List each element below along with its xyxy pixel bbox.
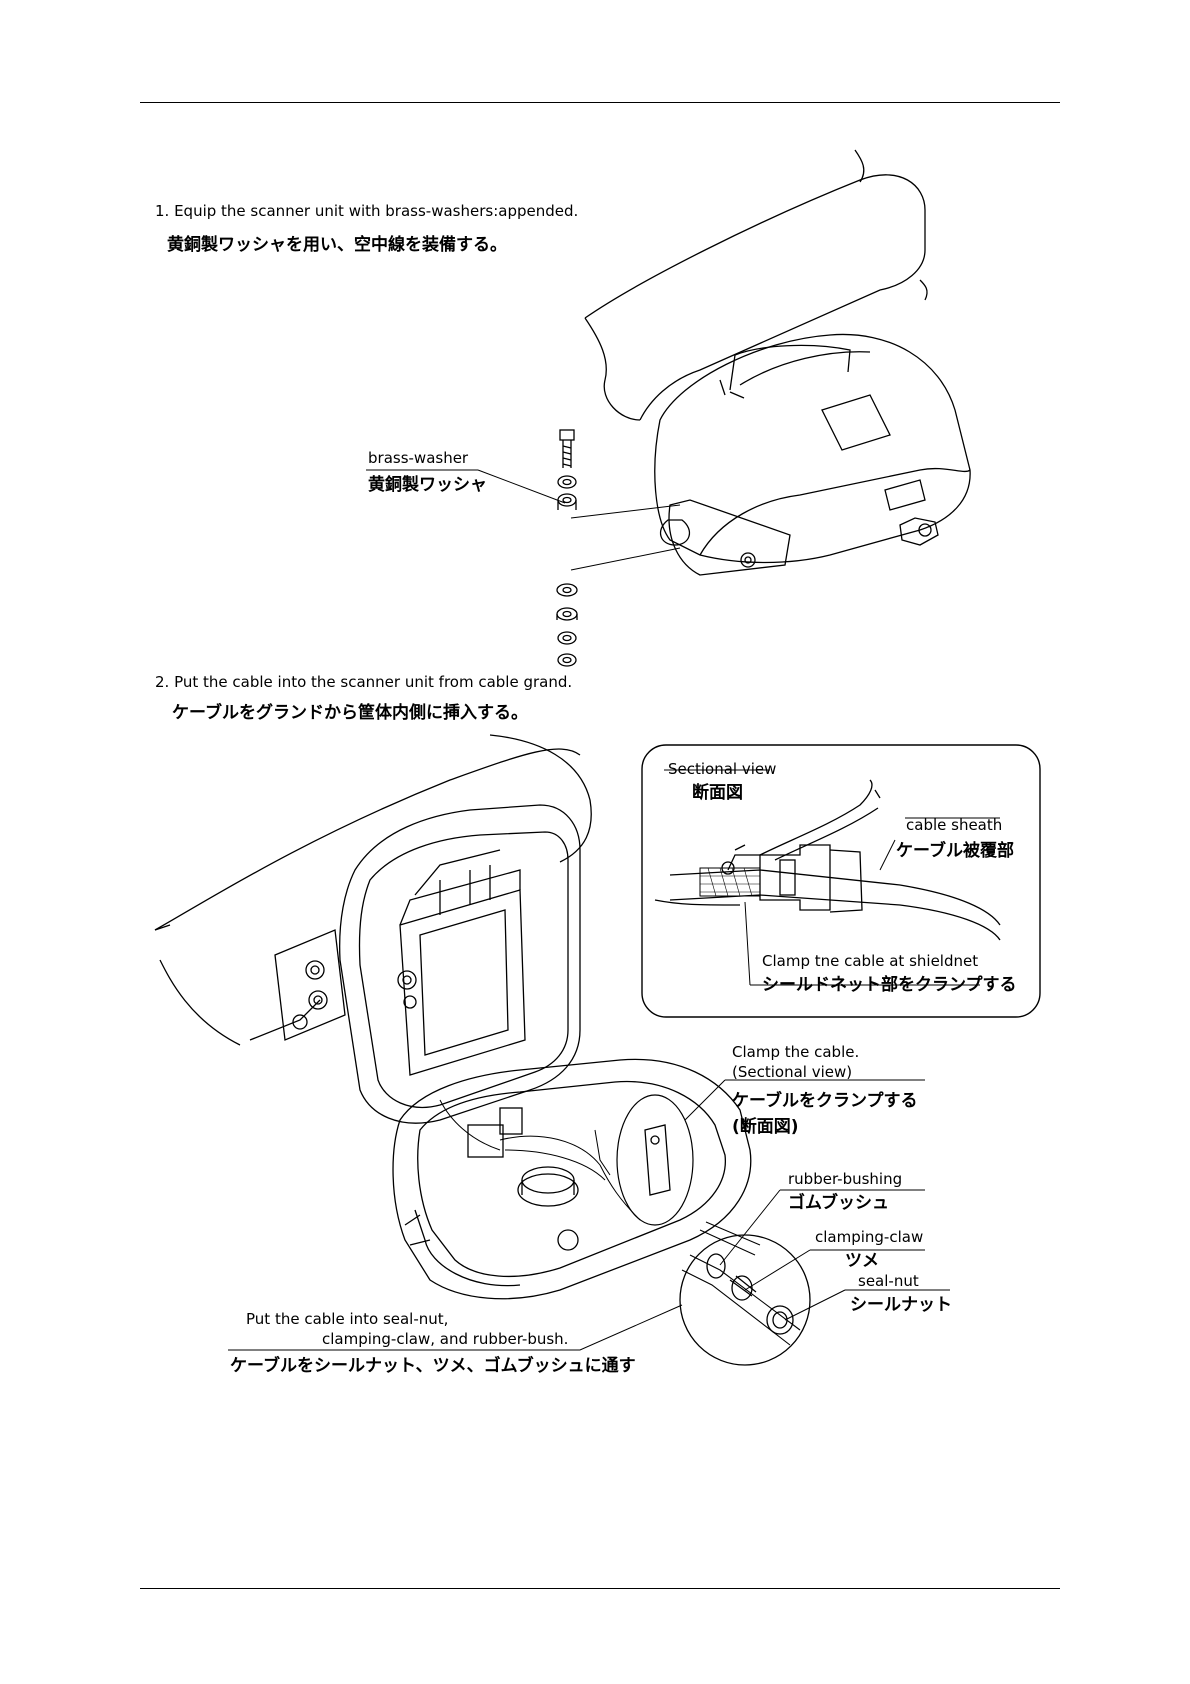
sectional-view-inset bbox=[641, 744, 1041, 1018]
sectional-view-label-jp: 断面図 bbox=[692, 783, 743, 803]
step2-title-jp: ケーブルをグランドから筐体内側に挿入する。 bbox=[172, 703, 528, 723]
rubber-bushing-label-jp: ゴムブッシュ bbox=[788, 1193, 889, 1213]
seal-nut-label: seal-nut bbox=[858, 1272, 919, 1290]
put-cable-label-2: clamping-claw, and rubber-bush. bbox=[322, 1330, 569, 1348]
cable-sheath-label-jp: ケーブル被覆部 bbox=[896, 841, 1014, 861]
clamping-claw-label-jp: ツメ bbox=[845, 1251, 879, 1271]
header-rule bbox=[140, 102, 1060, 103]
seal-nut-label-jp: シールナット bbox=[850, 1295, 952, 1315]
footer-rule bbox=[140, 1588, 1060, 1589]
put-cable-label-1: Put the cable into seal-nut, bbox=[246, 1310, 449, 1328]
brass-washer-label-jp: 黄銅製ワッシャ bbox=[368, 475, 487, 495]
clamp-shieldnet-label-jp: シールドネット部をクランプする bbox=[762, 975, 1017, 995]
cable-sheath-label: cable sheath bbox=[906, 816, 1003, 834]
open-housing-drawing bbox=[154, 734, 761, 1300]
clamp-shieldnet-label: Clamp tne cable at shieldnet bbox=[762, 952, 979, 970]
brass-washer-label: brass-washer bbox=[368, 449, 469, 467]
clamping-claw-label: clamping-claw bbox=[815, 1228, 924, 1246]
clamp-cable-sub-label-jp: (断面図) bbox=[732, 1117, 799, 1137]
put-cable-label-jp: ケーブルをシールナット、ツメ、ゴムブッシュに通す bbox=[230, 1356, 636, 1376]
step1-title: 1. Equip the scanner unit with brass-was… bbox=[155, 202, 579, 220]
clamp-cable-sub-label: (Sectional view) bbox=[732, 1063, 853, 1081]
step1-title-jp: 黄銅製ワッシャを用い、空中線を装備する。 bbox=[167, 235, 507, 255]
gland-detail-circle bbox=[679, 1234, 811, 1366]
leader-lines bbox=[228, 769, 1000, 1351]
clamp-cable-label: Clamp the cable. bbox=[732, 1043, 860, 1061]
clamp-cable-label-jp: ケーブルをクランプする bbox=[732, 1091, 918, 1111]
sectional-view-label: Sectional view bbox=[668, 760, 777, 778]
scanner-unit-drawing bbox=[366, 149, 971, 667]
step2-title: 2. Put the cable into the scanner unit f… bbox=[155, 673, 573, 691]
rubber-bushing-label: rubber-bushing bbox=[788, 1170, 903, 1188]
